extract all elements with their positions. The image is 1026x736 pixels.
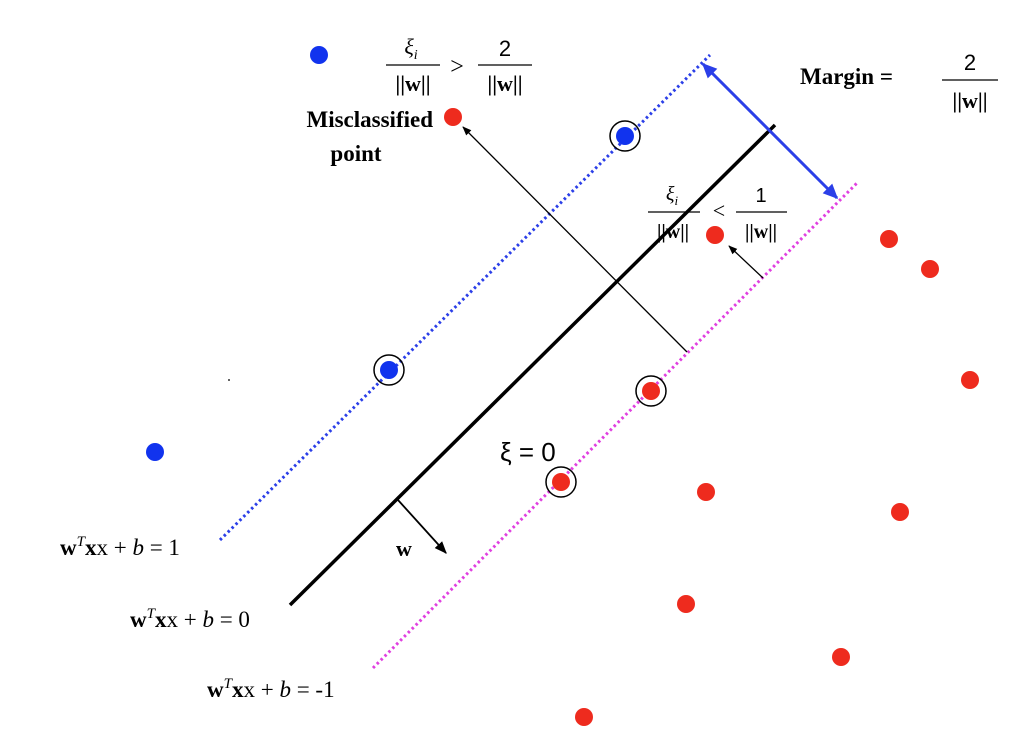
numerator-one: 1	[755, 185, 766, 207]
numerator-two: 2	[964, 50, 976, 75]
less-than: <	[713, 198, 725, 223]
misclassified-label-line2: point	[330, 141, 381, 166]
negative-point	[832, 648, 850, 666]
margin-violation-slack-formula: ξi ||w|| < 1 ||w||	[648, 183, 787, 243]
negative-point	[697, 483, 715, 501]
negative-point	[642, 382, 660, 400]
xi-zero-label: ξ = 0	[500, 437, 556, 467]
negative-point	[921, 260, 939, 278]
positive-point	[146, 443, 164, 461]
negative-line-label: wTxx + b = -1	[207, 676, 335, 702]
normal-vector-arrow-icon	[397, 499, 447, 554]
margin-arrow	[701, 62, 839, 200]
positive-margin-line	[218, 53, 712, 542]
positive-line-label: wTxx + b = 1	[60, 534, 180, 560]
negative-point	[552, 473, 570, 491]
margin-formula: Margin = 2 ||w||	[800, 50, 998, 113]
positive-points	[146, 46, 634, 461]
norm-w: ||w||	[745, 221, 777, 243]
xi-symbol: ξi	[404, 34, 417, 63]
support-ring-icon	[609, 120, 641, 152]
negative-points	[444, 108, 979, 726]
norm-w: ||w||	[952, 88, 987, 113]
negative-point	[706, 226, 724, 244]
margin-label: Margin =	[800, 64, 893, 89]
negative-point-misclassified	[444, 108, 462, 126]
negative-point	[891, 503, 909, 521]
greater-than: >	[450, 54, 464, 80]
support-ring-icon	[373, 354, 405, 386]
misclassified-label: Misclassified	[307, 107, 434, 132]
positive-point	[616, 127, 634, 145]
normal-vector-label: w	[396, 536, 412, 561]
norm-w: ||w||	[657, 221, 689, 243]
negative-point	[677, 595, 695, 613]
xi-symbol: ξi	[666, 183, 679, 208]
misclassified-slack-formula: ξi ||w|| > 2 ||w||	[386, 34, 532, 96]
norm-w: ||w||	[395, 71, 430, 96]
decision-line-label: wTxx + b = 0	[130, 606, 250, 632]
negative-point	[880, 230, 898, 248]
positive-point	[310, 46, 328, 64]
support-ring-icon	[635, 375, 667, 407]
positive-point	[380, 361, 398, 379]
stray-dot	[228, 379, 230, 381]
negative-point	[575, 708, 593, 726]
margin-violation-slack-arrow	[728, 245, 764, 279]
numerator-two: 2	[499, 36, 511, 61]
negative-point	[961, 371, 979, 389]
support-ring-icon	[545, 466, 577, 498]
decision-boundary-line	[288, 123, 777, 607]
negative-margin-line	[371, 180, 860, 670]
misclassified-slack-arrow	[462, 126, 688, 353]
norm-w: ||w||	[487, 71, 522, 96]
